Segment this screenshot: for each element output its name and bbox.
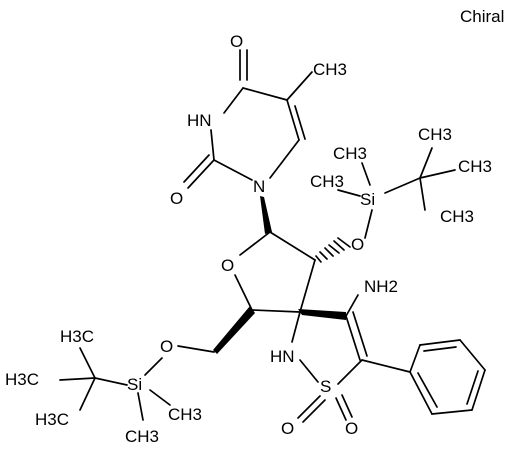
uracil-nh: HN [187, 111, 212, 130]
tbu-upper-methyl-bottom: CH3 [440, 207, 474, 226]
tbs-upper-bonds [337, 147, 456, 239]
uracil-ring [183, 49, 313, 189]
sultam-ring [291, 294, 411, 385]
hash-c2-o [315, 237, 351, 263]
sultam-nh: HN [270, 347, 295, 366]
sultam-sulfur: S [320, 377, 331, 396]
chiral-label: Chiral [460, 7, 504, 26]
uracil-carbonyl-o-top: O [230, 32, 243, 51]
amine-group: NH2 [364, 277, 398, 296]
silicon-lower: Si [127, 375, 142, 394]
si-upper-methyl-1: CH3 [333, 144, 367, 163]
wedge-c4-ch2 [213, 306, 255, 354]
sulfonyl-o-left: O [281, 419, 294, 438]
tbu-lower-methyl-left: H3C [5, 370, 39, 389]
tbu-upper-methyl-right: CH3 [458, 157, 492, 176]
si-lower-methyl-2: CH3 [125, 427, 159, 446]
sulfonyl-bonds [297, 394, 353, 423]
furanose-ring [234, 231, 316, 313]
phenyl-ring [409, 339, 486, 415]
furanose-o: O [221, 256, 234, 275]
uracil-methyl: CH3 [313, 60, 347, 79]
uracil-n1: N [253, 177, 265, 196]
uracil-carbonyl-o-bottom: O [170, 189, 183, 208]
tbs-lower-bonds [59, 347, 171, 421]
tbu-upper-methyl-top: CH3 [418, 125, 452, 144]
tbu-lower-methyl-bottom: H3C [35, 410, 69, 429]
tbu-lower-methyl-top: H3C [60, 327, 94, 346]
silicon-upper: Si [360, 190, 375, 209]
wedge-n-c1 [260, 196, 272, 234]
sulfonyl-o-right: O [345, 419, 358, 438]
silyl-ether-o-upper: O [351, 235, 364, 254]
si-upper-methyl-2: CH3 [310, 172, 344, 191]
silyl-ether-o-lower: O [160, 337, 173, 356]
si-lower-methyl-1: CH3 [168, 405, 202, 424]
wedge-spiro-c [298, 309, 346, 320]
bond-ch2-o [177, 345, 215, 353]
